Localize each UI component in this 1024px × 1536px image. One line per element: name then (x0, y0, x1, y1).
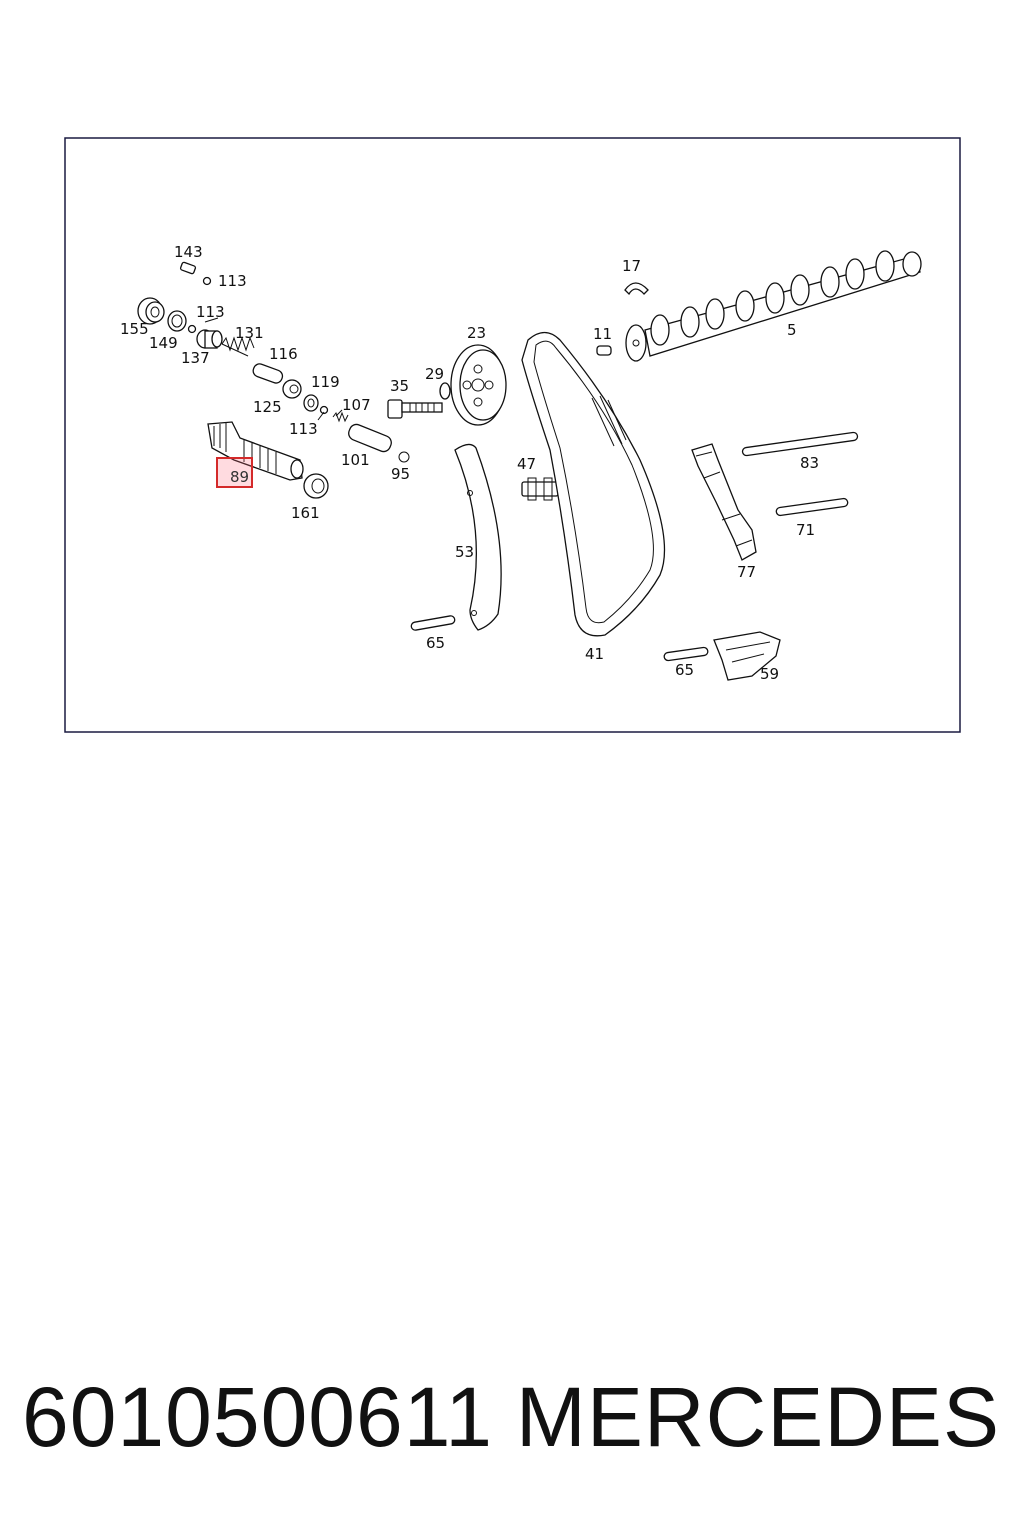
part-17-drawing (624, 282, 649, 296)
part-131-drawing (221, 336, 255, 357)
label-11[interactable]: 11 (593, 325, 612, 343)
label-131[interactable]: 131 (235, 324, 264, 342)
label-95[interactable]: 95 (391, 465, 410, 483)
label-107[interactable]: 107 (342, 396, 371, 414)
label-5[interactable]: 5 (787, 321, 797, 339)
part-65a-drawing (410, 615, 456, 631)
label-35[interactable]: 35 (390, 377, 409, 395)
label-113b[interactable]: 113 (196, 303, 225, 321)
label-149[interactable]: 149 (149, 334, 178, 352)
label-113a[interactable]: 113 (218, 272, 247, 290)
part-41-drawing (521, 331, 666, 637)
label-119[interactable]: 119 (311, 373, 340, 391)
label-71[interactable]: 71 (796, 521, 815, 539)
brand-name: MERCEDES (515, 1370, 1000, 1464)
diagram-frame (64, 137, 961, 733)
part-95-drawing (398, 451, 410, 463)
label-89[interactable]: 89 (230, 468, 249, 486)
part-59-drawing (713, 631, 781, 681)
label-65a[interactable]: 65 (426, 634, 445, 652)
label-53[interactable]: 53 (455, 543, 474, 561)
part-83-drawing (741, 431, 859, 457)
footer-caption: 6010500611 MERCEDES (0, 1362, 1024, 1472)
part-113c-drawing (319, 405, 329, 415)
part-119-drawing (303, 394, 319, 412)
part-155-drawing (137, 297, 165, 325)
label-161[interactable]: 161 (291, 504, 320, 522)
label-29[interactable]: 29 (425, 365, 444, 383)
part-47-drawing (521, 477, 559, 501)
part-5-drawing (625, 250, 922, 362)
label-143[interactable]: 143 (174, 243, 203, 261)
label-17[interactable]: 17 (622, 257, 641, 275)
part-77-drawing (691, 443, 757, 561)
label-65b[interactable]: 65 (675, 661, 694, 679)
label-113c[interactable]: 113 (289, 420, 318, 438)
label-77[interactable]: 77 (737, 563, 756, 581)
part-149-drawing (167, 310, 187, 332)
part-53-drawing (454, 443, 502, 631)
label-101[interactable]: 101 (341, 451, 370, 469)
part-143-drawing (179, 261, 197, 275)
part-89-drawing (207, 421, 304, 481)
label-116[interactable]: 116 (269, 345, 298, 363)
exploded-parts-diagram: 143 113 155 149 113 137 131 116 125 119 … (64, 137, 961, 733)
part-23-drawing (450, 344, 507, 426)
part-113a-drawing (202, 276, 212, 286)
part-number: 6010500611 (22, 1370, 493, 1464)
part-113b-drawing (187, 324, 197, 334)
label-47[interactable]: 47 (517, 455, 536, 473)
part-29-drawing (439, 382, 451, 400)
label-137[interactable]: 137 (181, 349, 210, 367)
label-83[interactable]: 83 (800, 454, 819, 472)
part-137-drawing (196, 329, 223, 349)
part-11-drawing (596, 345, 612, 356)
part-125-drawing (282, 379, 302, 399)
part-71-drawing (775, 497, 849, 517)
part-116-drawing (252, 363, 284, 384)
label-23[interactable]: 23 (467, 324, 486, 342)
highlight-box (216, 457, 253, 488)
label-41[interactable]: 41 (585, 645, 604, 663)
part-161-drawing (303, 473, 329, 499)
part-35-drawing (387, 399, 443, 419)
part-107-drawing (332, 411, 349, 423)
label-125[interactable]: 125 (253, 398, 282, 416)
part-101-drawing (348, 423, 392, 453)
part-65b-drawing (663, 646, 709, 662)
label-155[interactable]: 155 (120, 320, 149, 338)
label-59[interactable]: 59 (760, 665, 779, 683)
